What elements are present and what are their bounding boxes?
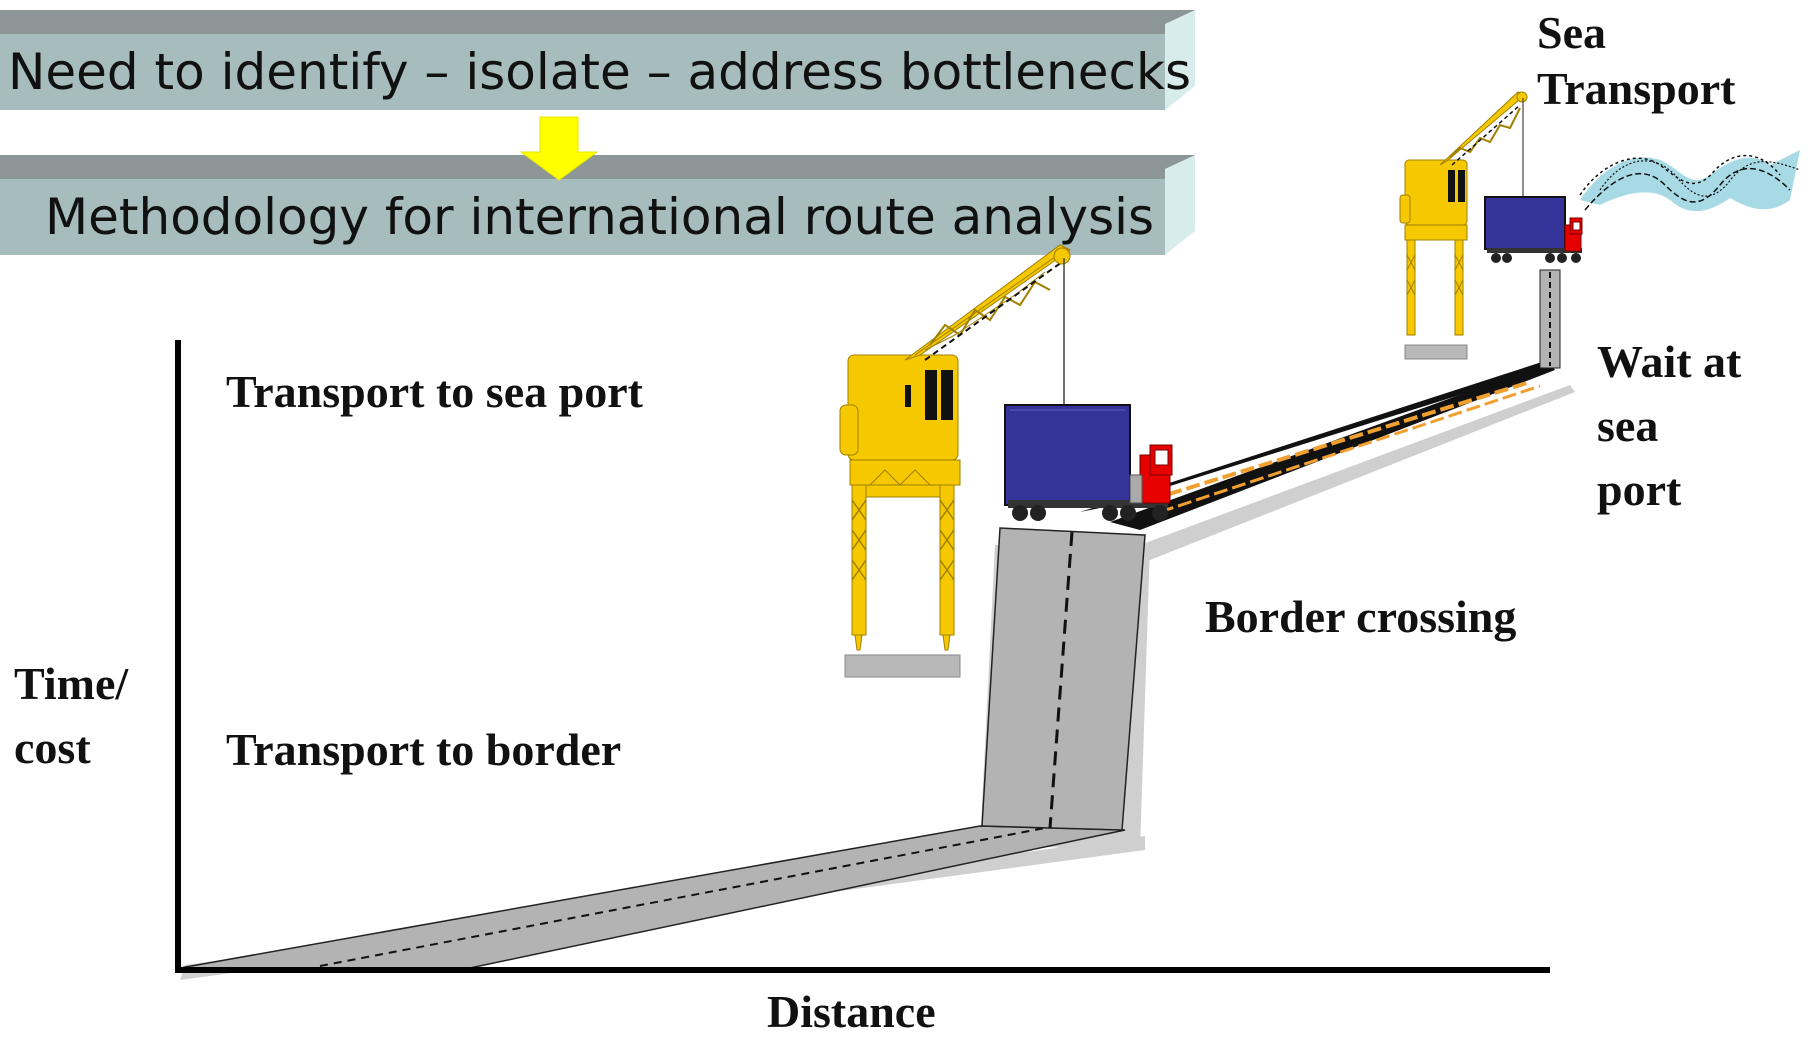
ship-wave-icon — [1579, 150, 1801, 212]
sea-transport-label-line2: Transport — [1537, 63, 1736, 114]
border-crossing-label: Border crossing — [1205, 591, 1517, 642]
banner-top-bevel — [0, 155, 1195, 179]
sea-port-wait-road — [1539, 269, 1561, 369]
wait-at-sea-port-label: Wait at sea port — [1597, 330, 1741, 522]
y-axis-label: Time/ cost — [14, 652, 128, 780]
truck-icon — [1004, 404, 1173, 521]
x-axis-label: Distance — [767, 986, 936, 1037]
down-arrow-icon — [519, 116, 599, 181]
banner-bottleneck-text: Need to identify – isolate – address bot… — [8, 43, 1192, 101]
border-crossing-road — [981, 527, 1146, 831]
road-center-line — [319, 827, 1046, 967]
banner-face — [0, 179, 1165, 255]
wait-at-sea-port-line3: port — [1597, 464, 1682, 515]
wait-at-sea-port-line2: sea — [1597, 400, 1659, 451]
banner-side-bevel — [1165, 155, 1195, 255]
truck-icon — [1484, 196, 1583, 263]
crane-icon — [1399, 91, 1528, 360]
sea-transport-label: Sea Transport — [1537, 5, 1736, 117]
banner-methodology-text: Methodology for international route anal… — [45, 188, 1155, 246]
sea-transport-label-line1: Sea — [1537, 7, 1606, 58]
banner-face — [0, 34, 1165, 110]
road-to-border — [179, 825, 1126, 969]
transport-to-border-label: Transport to border — [226, 724, 622, 775]
y-axis-label-line2: cost — [14, 722, 91, 773]
crane-icon — [839, 244, 1071, 678]
banner-top-bevel — [0, 10, 1195, 34]
banner-side-bevel — [1165, 10, 1195, 110]
road-to-sea-port — [1110, 362, 1555, 530]
road-shadow — [1140, 385, 1575, 560]
road-to-sea-port-edge — [1080, 360, 1552, 512]
banner-methodology: Methodology for international route anal… — [0, 155, 1195, 255]
y-axis-label-line1: Time/ — [14, 658, 129, 709]
wait-at-sea-port-line1: Wait at — [1597, 336, 1742, 387]
transport-to-sea-port-label: Transport to sea port — [226, 366, 643, 417]
road-center-line — [1048, 531, 1074, 829]
banner-bottleneck: Need to identify – isolate – address bot… — [0, 10, 1195, 110]
road-stripe — [1159, 384, 1541, 514]
road-stripe — [1149, 380, 1531, 502]
